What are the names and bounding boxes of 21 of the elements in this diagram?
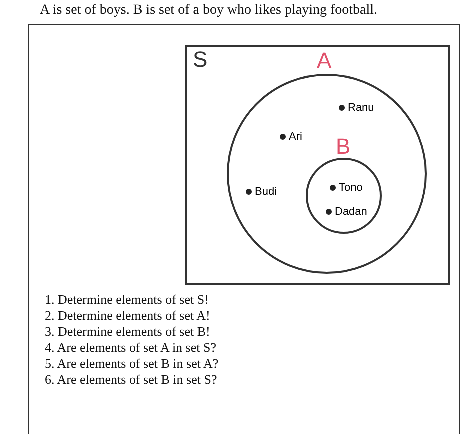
element-name: Budi	[255, 186, 278, 198]
title: A is set of boys. B is set of a boy who likes playing football.	[40, 3, 378, 19]
question-text: 3. Determine elements of set B!	[45, 324, 210, 340]
set-element	[326, 206, 368, 218]
set-element	[246, 186, 278, 198]
question-text: 1. Determine elements of set S!	[45, 292, 209, 308]
question-text: 5. Are elements of set B in set A?	[45, 356, 219, 372]
question-text: 4. Are elements of set A in set S?	[45, 340, 217, 356]
question-text: 2. Determine elements of set A!	[45, 308, 210, 324]
set-name: S	[193, 49, 208, 71]
set-name: B	[336, 136, 351, 158]
question-text: 6. Are elements of set B in set S?	[45, 372, 218, 388]
universal-set-rectangle	[185, 45, 450, 285]
element-name: Tono	[339, 182, 363, 194]
set-element	[339, 102, 374, 114]
set-element	[330, 182, 363, 194]
set-name: A	[317, 50, 332, 72]
element-name: Ranu	[348, 102, 374, 114]
set-element	[280, 131, 302, 143]
element-name: Ari	[289, 131, 302, 143]
element-name: Dadan	[335, 206, 368, 218]
